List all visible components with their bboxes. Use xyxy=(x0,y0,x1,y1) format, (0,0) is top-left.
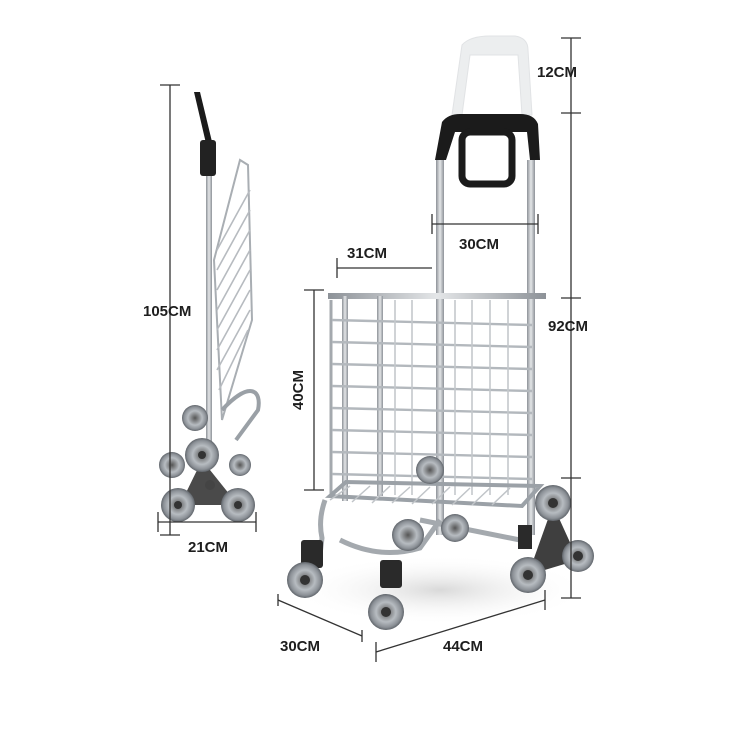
handle-width-label: 30CM xyxy=(459,236,500,253)
main-trolley xyxy=(287,35,594,630)
handle-extension-label: 12CM xyxy=(537,64,578,81)
base-width-label: 44CM xyxy=(443,638,484,655)
basket-height-label: 40CM xyxy=(290,369,307,410)
base-depth-label: 30CM xyxy=(280,638,321,655)
folded-height-label: 105CM xyxy=(143,303,192,320)
folded-depth-label: 21CM xyxy=(188,539,229,556)
basket-depth-label: 31CM xyxy=(347,245,388,262)
body-height-label: 92CM xyxy=(548,318,589,335)
dimension-lines xyxy=(157,37,581,662)
folded-trolley xyxy=(159,92,261,522)
